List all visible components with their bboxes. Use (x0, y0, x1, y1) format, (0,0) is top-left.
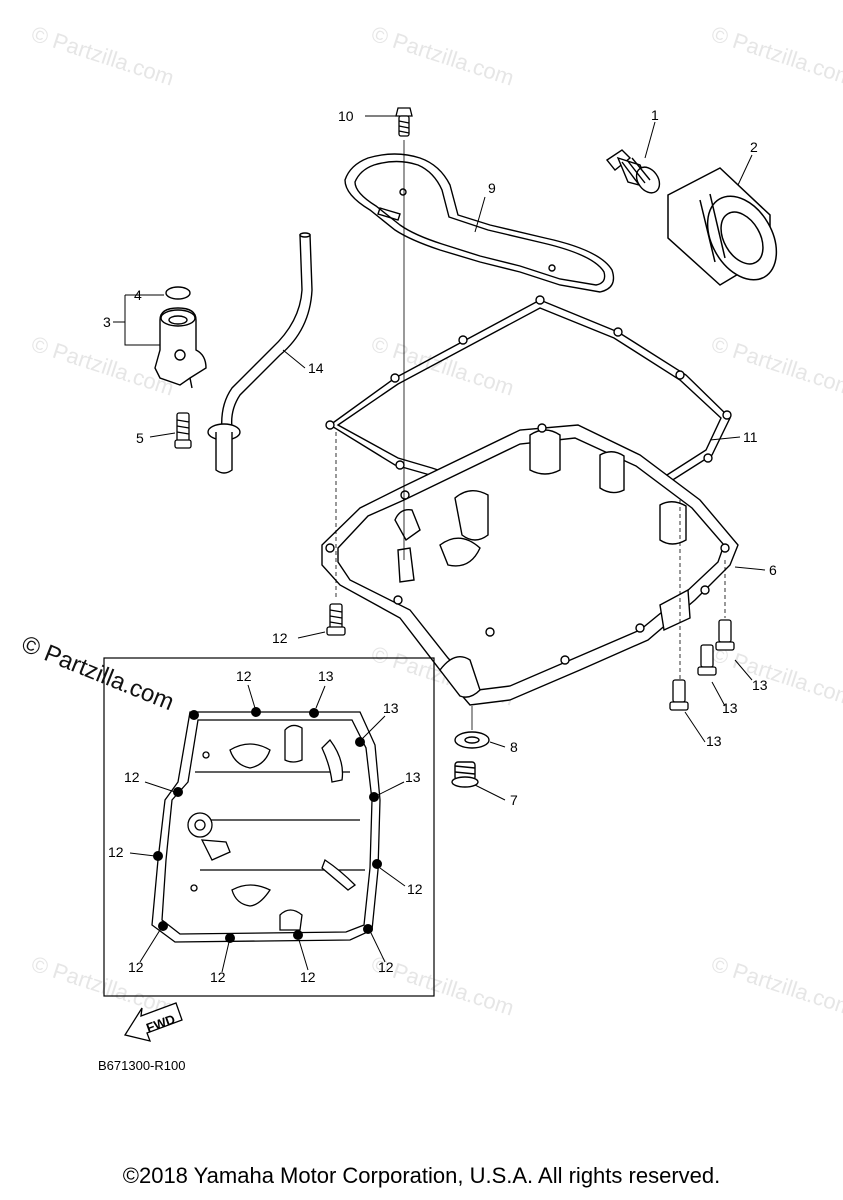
part-8-washer (454, 731, 490, 749)
watermark: © Partzilla.com (28, 21, 177, 91)
callout-10: 10 (338, 108, 354, 124)
inset-callout-12: 12 (300, 969, 316, 985)
inset-callout-13: 13 (318, 668, 334, 684)
callout-labels: 1 2 3 4 5 6 7 8 9 10 11 12 13 13 13 14 1… (103, 107, 777, 985)
inset-callout-12: 12 (378, 959, 394, 975)
callout-leaders (113, 115, 766, 801)
part-10-bolt (395, 107, 413, 137)
watermark: © Partzilla.com (368, 331, 517, 401)
callout-5: 5 (136, 430, 144, 446)
callout-8: 8 (510, 739, 518, 755)
part-12-bolt (326, 603, 346, 636)
watermark-overlay: © Partzilla.com (18, 631, 178, 717)
callout-11: 11 (743, 429, 758, 445)
inset-callout-12: 12 (407, 881, 423, 897)
part-2-oil-filter (667, 167, 778, 286)
callout-9: 9 (488, 180, 496, 196)
inset-callout-13: 13 (405, 769, 421, 785)
callout-13: 13 (752, 677, 768, 693)
watermark: © Partzilla.com (708, 331, 843, 401)
inset-callout-12: 12 (210, 969, 226, 985)
copyright-notice: ©2018 Yamaha Motor Corporation, U.S.A. A… (122, 1163, 721, 1188)
inset-callout-12: 12 (128, 959, 144, 975)
callout-13: 13 (722, 700, 738, 716)
part-7-drain-plug (451, 761, 479, 788)
callout-7: 7 (510, 792, 518, 808)
callout-13: 13 (706, 733, 722, 749)
part-6-oil-pan (321, 423, 739, 706)
inset-callout-12: 12 (236, 668, 252, 684)
inset-callout-12: 12 (124, 769, 140, 785)
callout-6: 6 (769, 562, 777, 578)
part-1-union-bolt (605, 149, 661, 194)
callout-14: 14 (308, 360, 324, 376)
callout-12: 12 (272, 630, 288, 646)
callout-2: 2 (750, 139, 758, 155)
watermark: © Partzilla.com (708, 21, 843, 91)
part-14-pipe (207, 232, 313, 474)
part-13-bolt (669, 619, 735, 711)
part-9-baffle-plate (344, 153, 615, 293)
inset-bottom-view (103, 657, 435, 997)
watermark: © Partzilla.com (368, 21, 517, 91)
watermark: © Partzilla.com (28, 331, 177, 401)
inset-callout-13: 13 (383, 700, 399, 716)
part-3-oil-strainer (154, 286, 207, 389)
callout-1: 1 (651, 107, 659, 123)
diagram-code: B671300-R100 (98, 1058, 185, 1073)
watermark: © Partzilla.com (708, 951, 843, 1021)
inset-callout-12: 12 (108, 844, 124, 860)
alignment-lines (335, 140, 726, 730)
watermark: © Partzilla.com (28, 951, 177, 1021)
part-5-bolt (174, 412, 192, 449)
callout-4: 4 (134, 287, 142, 303)
callout-3: 3 (103, 314, 111, 330)
